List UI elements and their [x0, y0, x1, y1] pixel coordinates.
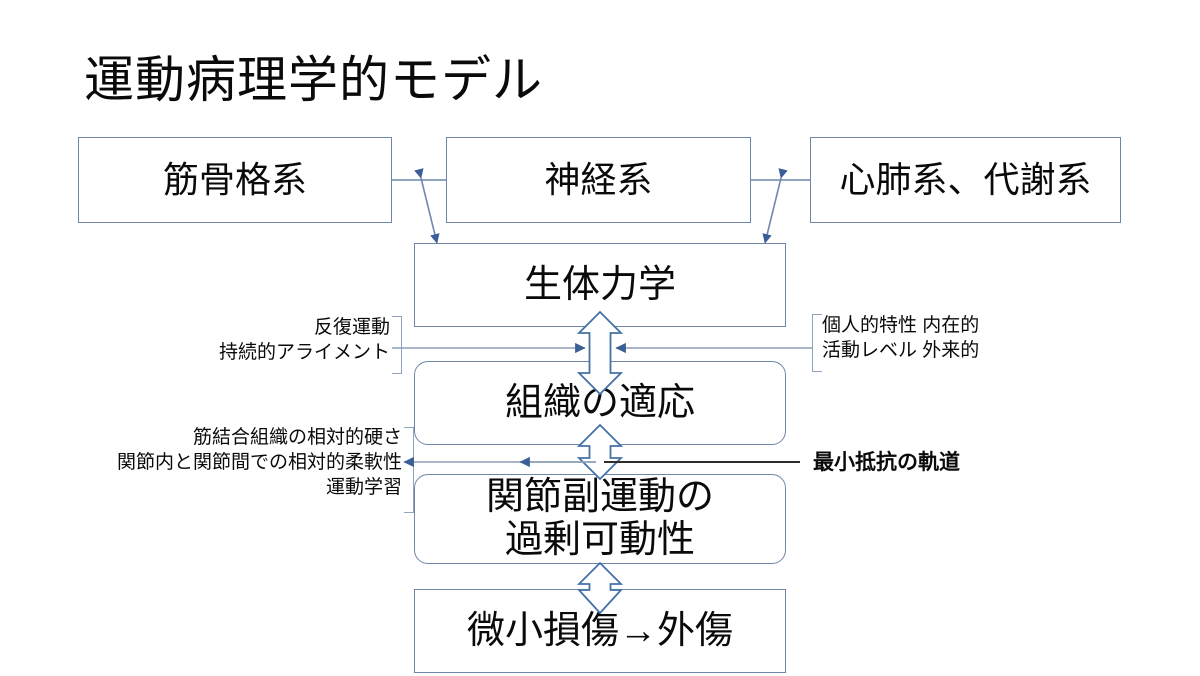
annotation-right-upper: 個人的特性 内在的 活動レベル 外来的 — [822, 315, 980, 362]
bracket-right-upper — [812, 314, 822, 372]
bracket-left-upper — [392, 316, 402, 374]
annotation-path-of-least-resistance: 最小抵抗の軌道 — [813, 451, 960, 474]
box-tissue-adaptation-label: 組織の適応 — [504, 381, 695, 424]
box-microtrauma-to-trauma-label: 微小損傷→外傷 — [466, 609, 733, 652]
box-musculoskeletal-system-label: 筋骨格系 — [162, 158, 307, 200]
annotation-left-lower: 筋結合組織の相対的硬さ 関節内と関節間での相対的柔軟性 運動学習 — [116, 427, 402, 499]
hypermobility-line-2: 過剰可動性 — [504, 519, 695, 561]
box-joint-accessory-hypermobility-label: 関節副運動の 過剰可動性 — [486, 476, 714, 561]
box-nervous-system-label: 神経系 — [544, 158, 653, 200]
bracket-left-lower — [404, 427, 414, 513]
box-cardiopulmonary-metabolic-system-label: 心肺系、代謝系 — [839, 158, 1092, 200]
box-microtrauma-to-trauma[interactable]: 微小損傷→外傷 — [414, 589, 786, 673]
box-joint-accessory-hypermobility[interactable]: 関節副運動の 過剰可動性 — [414, 474, 786, 564]
page-title: 運動病理学的モデル — [84, 52, 543, 108]
annotation-left-upper: 反復運動 持続的アライメント — [218, 317, 390, 364]
box-biomechanics[interactable]: 生体力学 — [414, 243, 786, 327]
box-musculoskeletal-system[interactable]: 筋骨格系 — [78, 137, 392, 223]
hypermobility-line-1: 関節副運動の — [485, 476, 714, 519]
box-cardiopulmonary-metabolic-system[interactable]: 心肺系、代謝系 — [810, 137, 1121, 223]
box-biomechanics-label: 生体力学 — [523, 263, 676, 306]
box-tissue-adaptation[interactable]: 組織の適応 — [414, 361, 786, 445]
box-nervous-system[interactable]: 神経系 — [446, 137, 751, 223]
